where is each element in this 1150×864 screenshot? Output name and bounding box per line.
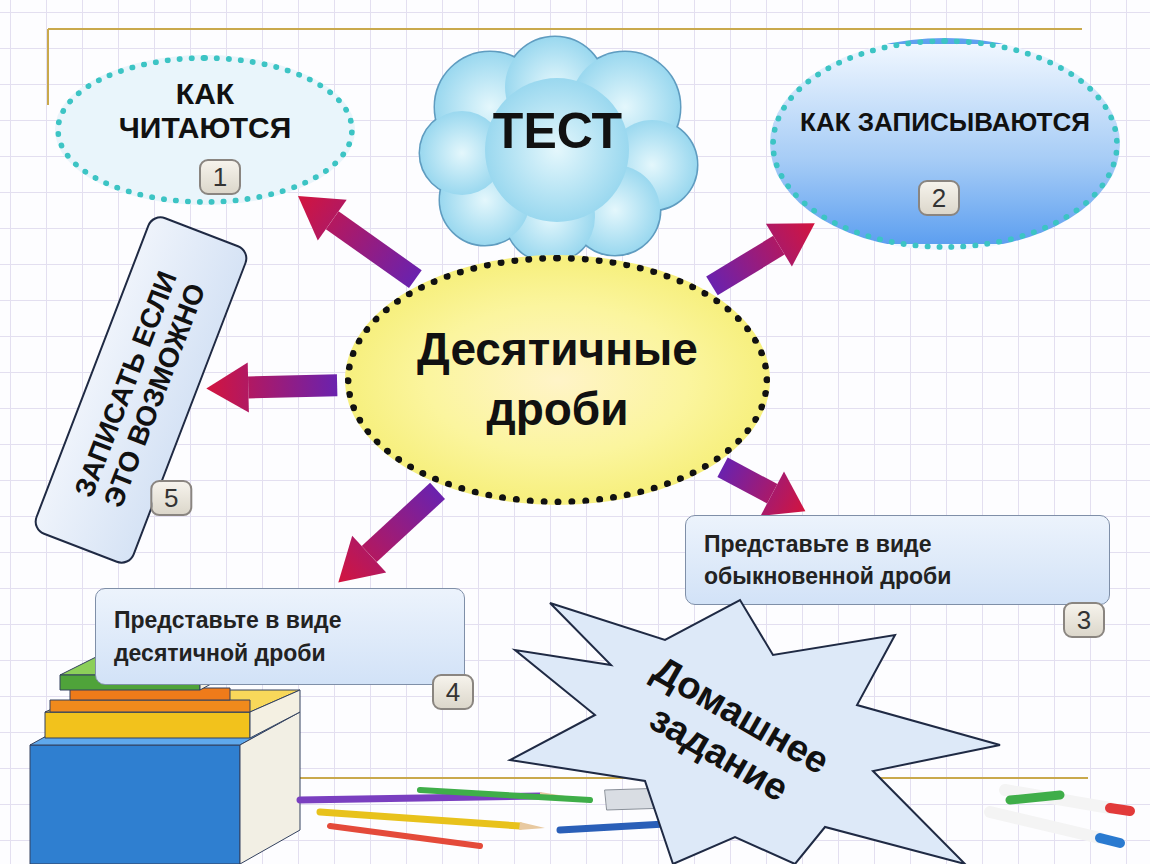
homework-burst: Домашнее задание (495, 595, 1005, 864)
arrow-shaft (362, 483, 445, 562)
arrow-head (338, 536, 386, 583)
book-pages (250, 690, 300, 738)
book-cover (30, 745, 240, 864)
node-text: ЗАПИСАТЬ ЕСЛИ ЭТО ВОЗМОЖНО (58, 239, 223, 541)
task-box: Представьте в виде обыкновенной дроби3 (685, 515, 1110, 605)
pencil (420, 790, 590, 800)
topic-oval: КАК ЧИТАЮТСЯ 1 (55, 55, 355, 205)
callout-number: 1 (199, 159, 241, 195)
pencil (320, 812, 520, 826)
callout-number-text: 4 (446, 679, 460, 705)
block-arrow (298, 196, 422, 288)
arrow-head (206, 362, 249, 412)
block-arrow (717, 458, 805, 516)
cloud-puff (485, 78, 629, 222)
marker (990, 812, 1100, 838)
node-text: Представьте в виде обыкновенной дроби (704, 528, 1091, 592)
marker-cap (1010, 795, 1060, 800)
test-cloud: ТЕСТ (420, 35, 695, 250)
book-cover (45, 712, 250, 738)
callout-number-text: 1 (213, 164, 227, 190)
node-text: Представьте в виде десятичной дроби (114, 604, 446, 668)
burst-shape (510, 600, 1000, 864)
block-arrow (206, 362, 337, 412)
marker-cap (1100, 838, 1120, 843)
task-box: Представьте в виде десятичной дроби4 (95, 588, 465, 685)
books (30, 655, 300, 864)
node-text: Десятичные дроби (388, 320, 728, 440)
pencil-tip (519, 822, 545, 830)
book-cover (50, 700, 250, 712)
callout-number: 2 (918, 180, 960, 216)
block-arrow (338, 483, 445, 583)
block-arrow (706, 223, 815, 295)
arrow-shaft (326, 211, 422, 288)
node-text: ТЕСТ (493, 104, 622, 159)
callout-number-text: 2 (932, 185, 946, 211)
frame-line (47, 29, 49, 105)
marker (1005, 790, 1110, 808)
callout-number: 4 (432, 674, 474, 710)
arrow-head (761, 472, 806, 516)
arrow-head (298, 196, 347, 241)
task-box: ЗАПИСАТЬ ЕСЛИ ЭТО ВОЗМОЖНО5 (31, 212, 252, 567)
callout-number: 3 (1063, 602, 1105, 638)
node-text: КАК ЧИТАЮТСЯ (98, 77, 313, 146)
callout-number: 5 (150, 480, 192, 516)
central-topic: Десятичные дроби (345, 255, 770, 505)
frame-line (48, 28, 1082, 30)
arrow-shaft (706, 236, 784, 295)
arrow-head (766, 223, 815, 266)
arrow-shaft (717, 458, 777, 504)
cloud-puff (485, 78, 629, 222)
node-text: КАК ЗАПИСЫВАЮТСЯ (800, 107, 1090, 138)
topic-oval: КАК ЗАПИСЫВАЮТСЯ 2 (770, 38, 1120, 250)
callout-number-text: 3 (1077, 607, 1091, 633)
arrow-shaft (248, 374, 337, 398)
marker-cap (1110, 808, 1130, 811)
pencil (330, 826, 480, 846)
callout-number-text: 5 (164, 485, 178, 511)
